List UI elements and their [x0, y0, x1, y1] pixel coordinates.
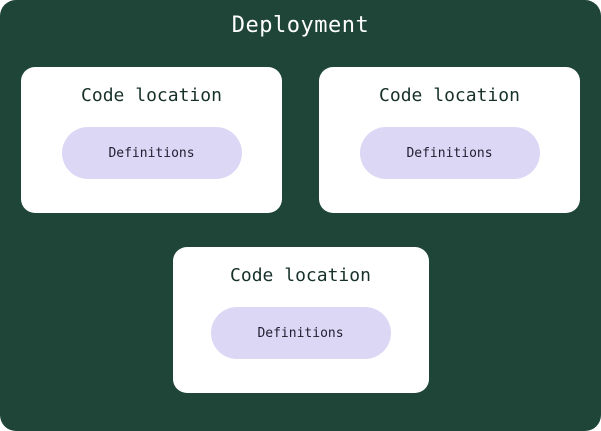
definitions-label: Definitions	[108, 145, 195, 161]
deployment-title: Deployment	[231, 13, 370, 38]
code-location-row-top: Code location Definitions Code location …	[0, 67, 601, 213]
code-location-card: Code location Definitions	[21, 67, 282, 213]
definitions-label: Definitions	[257, 325, 344, 341]
definitions-pill: Definitions	[61, 127, 242, 179]
code-location-label: Code location	[81, 85, 222, 106]
code-location-label: Code location	[230, 265, 371, 286]
definitions-pill: Definitions	[210, 307, 391, 359]
code-location-label: Code location	[379, 85, 520, 106]
definitions-pill: Definitions	[359, 127, 540, 179]
code-location-row-bottom: Code location Definitions	[0, 247, 601, 393]
code-location-card: Code location Definitions	[172, 247, 429, 393]
code-location-card: Code location Definitions	[319, 67, 580, 213]
definitions-label: Definitions	[406, 145, 493, 161]
